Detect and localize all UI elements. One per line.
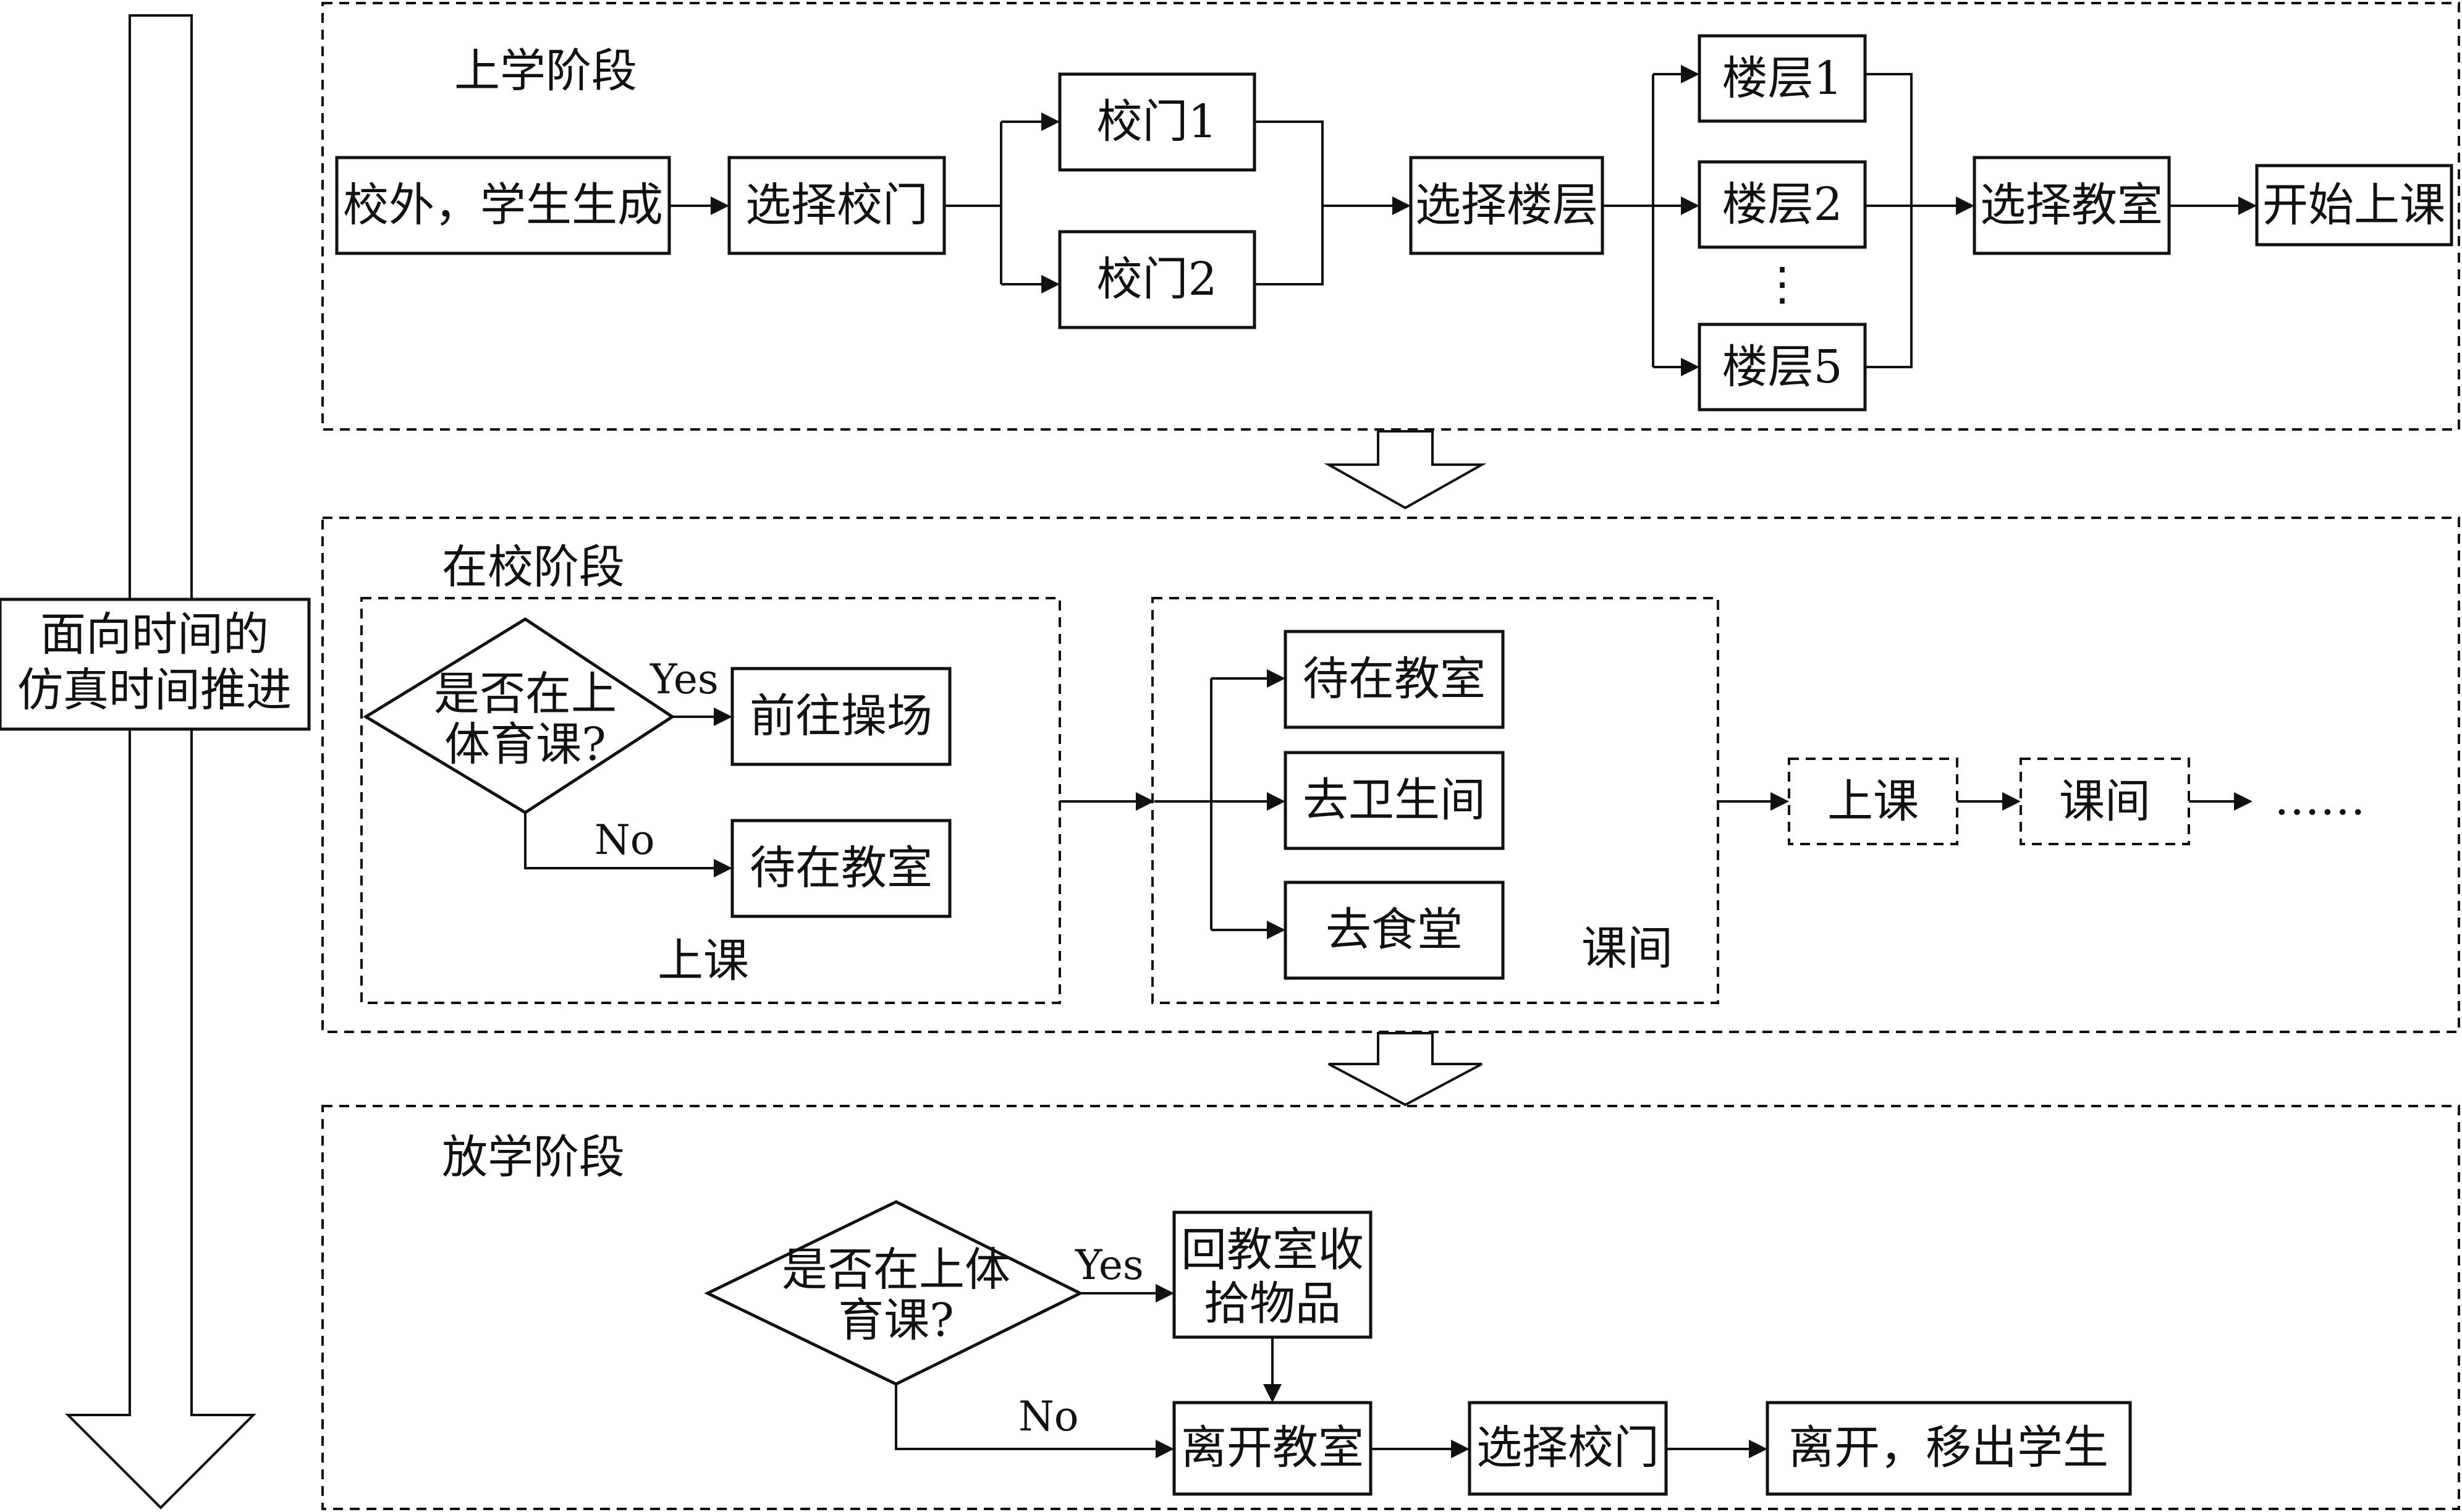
stage1-gate2-box <box>1058 230 1256 329</box>
stage1-start-class-label: 开始上课 <box>2262 179 2445 232</box>
stage-transition-arrow-1 <box>1324 430 1487 510</box>
stage3-leave-classroom-box <box>1172 1401 1373 1496</box>
stage1-select-classroom-label: 选择教室 <box>1980 179 2163 232</box>
stage2-connectors <box>524 669 2253 939</box>
stage1-gate1-label: 校门1 <box>1096 95 1217 148</box>
time-axis-label-box <box>0 598 311 731</box>
stage2-cycle-break-box <box>2020 758 2190 845</box>
stage1-select-floor-label: 选择楼层 <box>1415 179 1598 232</box>
stage3-leave-remove-box <box>1766 1401 2132 1496</box>
stage1-floor-ellipsis: ⋮ <box>1759 258 1805 311</box>
stage2-class-group-frame <box>360 597 1061 1004</box>
stage3-collect-line2: 拾物品 <box>1204 1277 1341 1330</box>
stage2-break-group-label: 课间 <box>1581 922 1673 975</box>
stage2-canteen-label: 去食堂 <box>1326 903 1463 957</box>
stage3-collect-box <box>1172 1210 1373 1339</box>
stage1-floor5-label: 楼层5 <box>1722 340 1842 394</box>
stage1-connectors <box>669 65 2257 376</box>
stage1-start-label: 校外，学生生成 <box>343 179 663 232</box>
time-axis-arrow <box>65 14 256 1510</box>
stage1-floor5-box <box>1698 323 1867 412</box>
stage1-gate2-label: 校门2 <box>1096 253 1217 306</box>
stage3-connectors <box>895 1284 1767 1458</box>
stage3-title: 放学阶段 <box>442 1131 625 1184</box>
stage2-canteen-box <box>1284 881 1505 980</box>
stage2-stay-classroom-label: 待在教室 <box>750 842 933 895</box>
stage1-select-gate-label: 选择校门 <box>745 179 928 232</box>
stage2-ellipsis: …… <box>2274 772 2366 826</box>
stage1-floor2-box <box>1698 160 1867 249</box>
stage3-yes-label: Yes <box>1075 1241 1144 1289</box>
stage-transition-arrow-2 <box>1328 1032 1483 1107</box>
stage3-leave-remove-label: 离开，移出学生 <box>1788 1421 2109 1474</box>
stage2-stay-classroom-box <box>730 819 952 918</box>
stage2-cycle-class-label: 上课 <box>1827 775 1919 828</box>
stage1-floor1-box <box>1698 34 1867 123</box>
stage1-floor1-label: 楼层1 <box>1722 52 1842 105</box>
stage3-collect-line1: 回教室收 <box>1181 1223 1364 1277</box>
stage2-go-playground-label: 前往操场 <box>750 690 933 743</box>
stage2-restroom-label: 去卫生间 <box>1303 774 1486 827</box>
stage1-start-class-box <box>2255 164 2453 247</box>
stage2-break-stay-label: 待在教室 <box>1303 653 1486 706</box>
stage2-decision-line2: 体育课? <box>444 718 606 771</box>
stage3-select-gate-label: 选择校门 <box>1476 1421 1659 1474</box>
stage2-decision-line1: 是否在上 <box>434 667 617 720</box>
stage1-gate1-box <box>1058 72 1256 172</box>
stage1-frame <box>321 2 2460 431</box>
stage2-cycle-break-label: 课间 <box>2059 775 2151 828</box>
stage2-cycle-class-box <box>1788 758 1958 845</box>
stage3-leave-classroom-label: 离开教室 <box>1181 1421 1364 1474</box>
stage3-decision-line1: 是否在上体 <box>782 1243 1010 1296</box>
stage2-frame <box>321 517 2460 1033</box>
stage2-restroom-box <box>1284 751 1505 850</box>
stage2-title: 在校阶段 <box>442 541 625 594</box>
stage2-break-stay-box <box>1284 630 1505 729</box>
stage1-title: 上学阶段 <box>454 44 637 98</box>
stage1-select-classroom-box <box>1973 156 2171 255</box>
stage1-select-floor-box <box>1409 156 1604 255</box>
stage1-start-box <box>335 156 671 255</box>
stage2-no-label: No <box>594 816 655 864</box>
stage2-class-group-label: 上课 <box>658 934 749 987</box>
time-axis-label-line2: 仿真时间推进 <box>17 664 292 717</box>
stage1-floor2-label: 楼层2 <box>1722 178 1842 231</box>
stage3-decision-line2: 育课? <box>838 1294 954 1347</box>
stage3-select-gate-box <box>1468 1401 1668 1496</box>
stage3-frame <box>321 1105 2460 1510</box>
stage2-yes-label: Yes <box>649 656 719 703</box>
stage2-go-playground-box <box>730 667 952 766</box>
time-axis-label-line1: 面向时间的 <box>40 608 269 661</box>
stage3-no-label: No <box>1018 1393 1079 1440</box>
